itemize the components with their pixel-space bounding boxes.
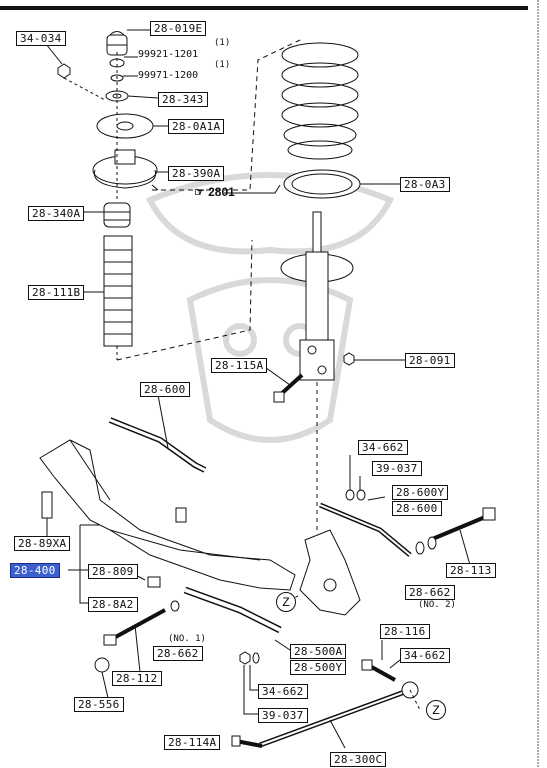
label-28-019e[interactable]: 28-019E [150,21,207,36]
washer-28-343-part [105,90,159,102]
dust-boot-part [80,235,133,347]
z-marker-right: Z [426,700,446,720]
label-28-500y[interactable]: 28-500Y [290,660,347,675]
label-28-500a[interactable]: 28-500A [290,644,347,659]
label-39-037-b[interactable]: 39-037 [258,708,308,723]
nut-99921-part [109,56,138,68]
label-28-89xa[interactable]: 28-89XA [14,536,71,551]
label-28-116[interactable]: 28-116 [380,624,430,639]
z-marker-left: Z [276,592,296,612]
label-28-115a[interactable]: 28-115A [211,358,268,373]
label-99971-1200[interactable]: 99971-1200 [138,70,199,81]
label-28-400[interactable]: 28-400 [10,563,60,578]
lateral-link-part [319,502,412,557]
label-28-300c[interactable]: 28-300C [330,752,387,767]
bolt-28-113-part [429,507,496,566]
label-28-340a[interactable]: 28-340A [28,206,85,221]
cap-28-556-part [94,657,110,699]
label-28-114a[interactable]: 28-114A [164,735,221,750]
label-28-112[interactable]: 28-112 [112,671,162,686]
bolt-28-89xa-part [41,491,53,540]
bolt-28-116-part [361,640,401,682]
label-28-600-upper[interactable]: 28-600 [140,382,190,397]
coil-spring-part [281,42,359,160]
note-no1: (NO. 1) [168,634,206,644]
label-34-662-b[interactable]: 34-662 [400,648,450,663]
label-28-556[interactable]: 28-556 [74,697,124,712]
label-34-662-c[interactable]: 34-662 [258,684,308,699]
washers-right-part [345,455,437,555]
label-28-390a[interactable]: 28-390A [168,166,225,181]
crossmember-part [39,439,296,591]
bump-stop-part [80,202,131,228]
nut-28-091-part [343,352,355,366]
label-28-600-lateral[interactable]: 28-600 [392,501,442,516]
shock-strut-part [280,211,354,381]
nut-34-034-part [45,43,71,79]
bolt-28-114a-part [231,735,263,748]
note-no2: (NO. 2) [418,600,456,610]
label-28-0a3[interactable]: 28-0A3 [400,177,450,192]
ref-2801[interactable]: ☞ 2801 [194,185,235,199]
label-28-662-left[interactable]: 28-662 [153,646,203,661]
label-34-034[interactable]: 34-034 [16,31,66,46]
watermark-emblem [145,172,395,443]
strut-mount-part [92,149,168,189]
pointer-icon: ☞ [194,185,205,199]
upper-arm-part [108,394,207,473]
lower-arm-part [183,586,291,651]
label-28-600y[interactable]: 28-600Y [392,485,449,500]
label-28-343[interactable]: 28-343 [158,92,208,107]
nuts-left-part [170,600,260,715]
header-bar [0,6,528,10]
knuckle-part [299,529,361,616]
label-34-662-a[interactable]: 34-662 [358,440,408,455]
label-28-8a2[interactable]: 28-8A2 [88,597,138,612]
label-28-111b[interactable]: 28-111B [28,285,85,300]
label-28-0a1a[interactable]: 28-0A1A [168,119,225,134]
bump-cap-part [106,31,128,56]
label-28-091[interactable]: 28-091 [405,353,455,368]
qty-99971: (1) [214,60,231,70]
qty-99921: (1) [214,38,231,48]
ref-2801-text: 2801 [208,185,235,199]
spring-seat-part [283,169,400,199]
label-28-113[interactable]: 28-113 [446,563,496,578]
label-28-809[interactable]: 28-809 [88,564,138,579]
label-99921-1201[interactable]: 99921-1201 [138,49,199,60]
bolt-28-112-part [103,608,166,673]
seat-plate-part [96,113,168,139]
bolt-28-115a-part [261,364,304,403]
label-28-662-right[interactable]: 28-662 [405,585,455,600]
washer-99971-part [110,74,138,82]
label-39-037-a[interactable]: 39-037 [372,461,422,476]
